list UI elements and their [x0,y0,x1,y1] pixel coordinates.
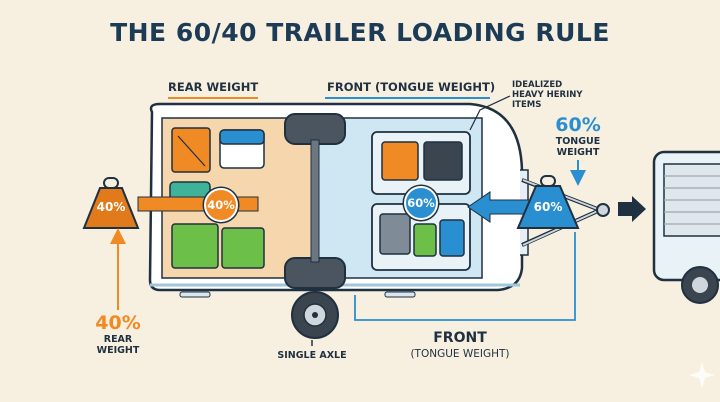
tongue-callout-value: 60% [555,114,601,136]
tongue-callout-line2: WEIGHT [556,147,600,158]
green-chair-1 [171,223,219,269]
front-bracket [354,232,576,321]
sparkle-icon [689,362,715,388]
rear-weight-arrow [137,196,259,212]
jerry-can [379,213,411,255]
rear-callout-value: 40% [95,312,141,334]
tongue-weight-tag: 60% [533,200,563,214]
green-chair-2 [221,227,265,269]
rear-callout-line1: REAR [103,334,133,345]
heavy-items-note: IDEALIZED HEAVY HERINY ITEMS [512,80,583,110]
page-title: THE 60/40 TRAILER LOADING RULE [110,18,610,47]
rear-weight-icon [82,177,140,229]
bottom-front-title: FRONT [433,330,487,346]
axle-label: SINGLE AXLE [277,350,347,361]
rear-weight-tag: 40% [96,200,126,214]
tongue-weight-icon [516,175,580,229]
bottom-front-subtitle: (TONGUE WEIGHT) [410,348,510,360]
generator [381,141,419,181]
front-section-label: FRONT (TONGUE WEIGHT) [327,80,496,94]
hitch-arrow-icon [618,196,646,222]
items-note-leader [469,95,511,131]
rear-section-label: REAR WEIGHT [168,80,259,94]
rear-percent-badge: 40% [204,188,238,222]
battery [423,141,463,181]
single-axle [284,113,346,339]
tow-vehicle [652,150,720,304]
rear-callout-line2: WEIGHT [96,345,140,356]
tongue-callout-line1: TONGUE [555,136,601,147]
front-percent-badge: 60% [404,186,438,220]
